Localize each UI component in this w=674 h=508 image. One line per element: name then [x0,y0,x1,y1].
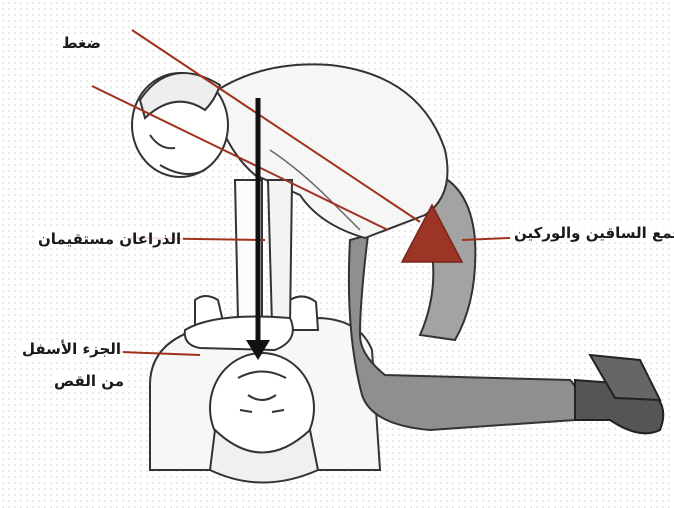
label-pressure: ضغط [60,34,103,52]
rescuer-arms [185,180,293,350]
label-lower-sternum-line2: من القص [52,372,126,390]
label-arms-straight: الذراعان مستقيمان [36,230,183,248]
rescuer-arm-back [268,180,292,325]
label-alignment: جمع الساقين والوركين [512,224,674,242]
rescuer-head [132,73,228,177]
patient-right-shoulder [290,296,318,330]
label-lower-sternum-line1: الجزء الأسفل [20,340,123,358]
